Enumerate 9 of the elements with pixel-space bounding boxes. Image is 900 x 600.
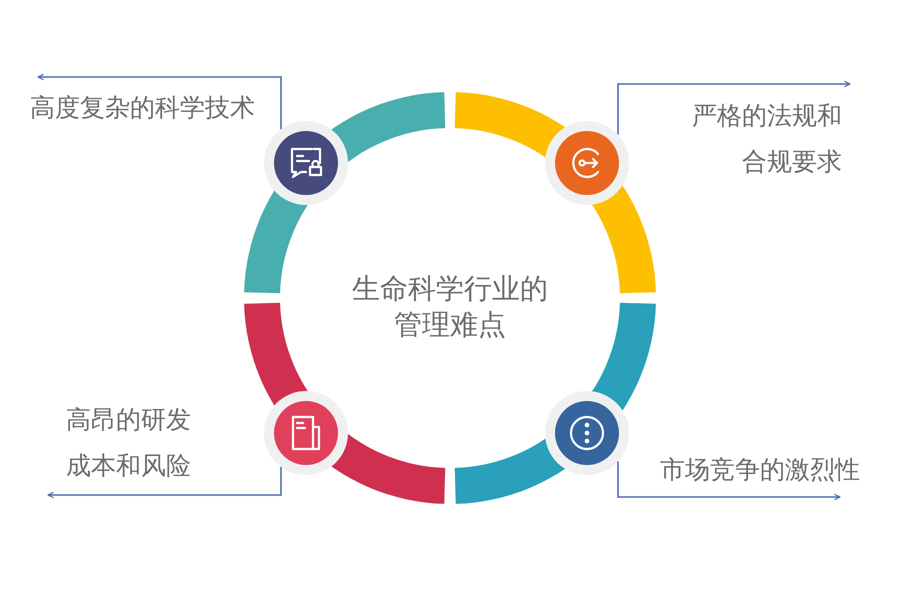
challenge-text: 高度复杂的科学技术 (30, 94, 256, 124)
leader-arrow (37, 74, 282, 130)
challenge-text: 市场竞争的激烈性 (660, 456, 861, 486)
leader-arrow (47, 466, 282, 498)
challenge-text: 严格的法规和合规要求 (691, 102, 842, 178)
center-title: 生命科学行业的管理难点 (345, 272, 555, 344)
challenge-text: 高昂的研发成本和风险 (66, 406, 192, 482)
leader-arrow (617, 80, 851, 135)
leader-arrow (617, 461, 841, 500)
